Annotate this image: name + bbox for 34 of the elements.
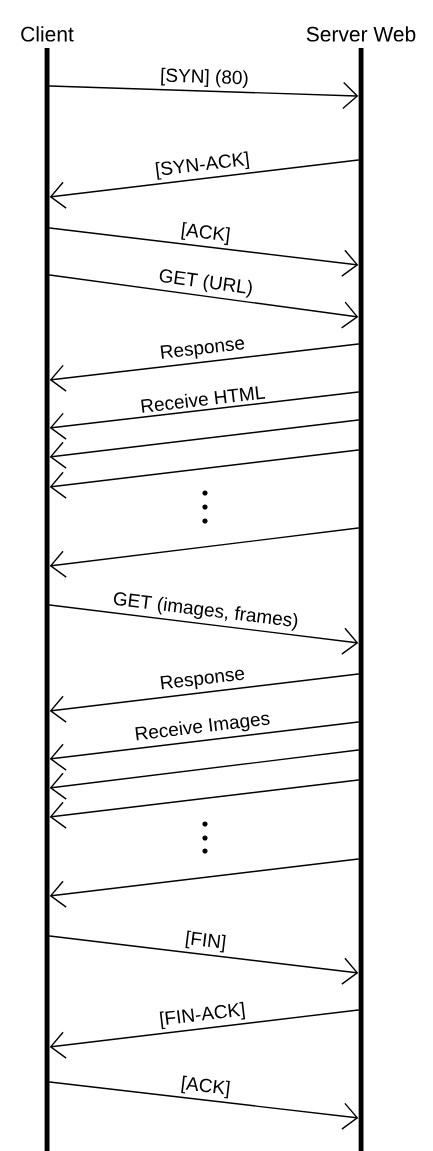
- arrow: [49, 1009, 359, 1059]
- edge-label: Receive Images: [135, 714, 270, 741]
- arrow: [49, 343, 359, 392]
- edge-label: [FIN]: [185, 930, 226, 953]
- arrow: [49, 858, 359, 908]
- lifeline: Client: [21, 26, 74, 1151]
- arrow: [49, 419, 359, 469]
- edge-label: Response: [160, 339, 245, 359]
- edge-label: [FIN-ACK]: [159, 1001, 246, 1030]
- arrow: [49, 274, 359, 329]
- arrow: [49, 391, 359, 440]
- arrow: [49, 527, 359, 578]
- lifeline: Server Web: [306, 26, 416, 1151]
- arrow: [49, 159, 359, 209]
- arrow: [49, 227, 359, 277]
- arrow: [49, 604, 359, 655]
- arrow: [49, 779, 359, 829]
- arrow: [49, 749, 359, 800]
- node-label: Server Web: [306, 26, 416, 42]
- edge-label: [ACK]: [181, 1075, 230, 1099]
- edge-label: [ACK]: [181, 221, 230, 246]
- arrow: [49, 1081, 359, 1130]
- edge-label: [SYN] (80): [161, 67, 248, 89]
- edge-label: GET (images, frames): [113, 592, 298, 631]
- arrow: [49, 935, 359, 985]
- arrow: [49, 81, 359, 110]
- edge-label: [SYN-ACK]: [155, 151, 250, 180]
- node-label: Client: [21, 26, 74, 42]
- arrow: [49, 449, 359, 499]
- edge-label: Receive HTML: [141, 386, 266, 413]
- arrow: [49, 673, 359, 723]
- arrow: [49, 721, 359, 771]
- edge-label: GET (URL): [159, 269, 252, 298]
- edge-label: Response: [160, 669, 245, 690]
